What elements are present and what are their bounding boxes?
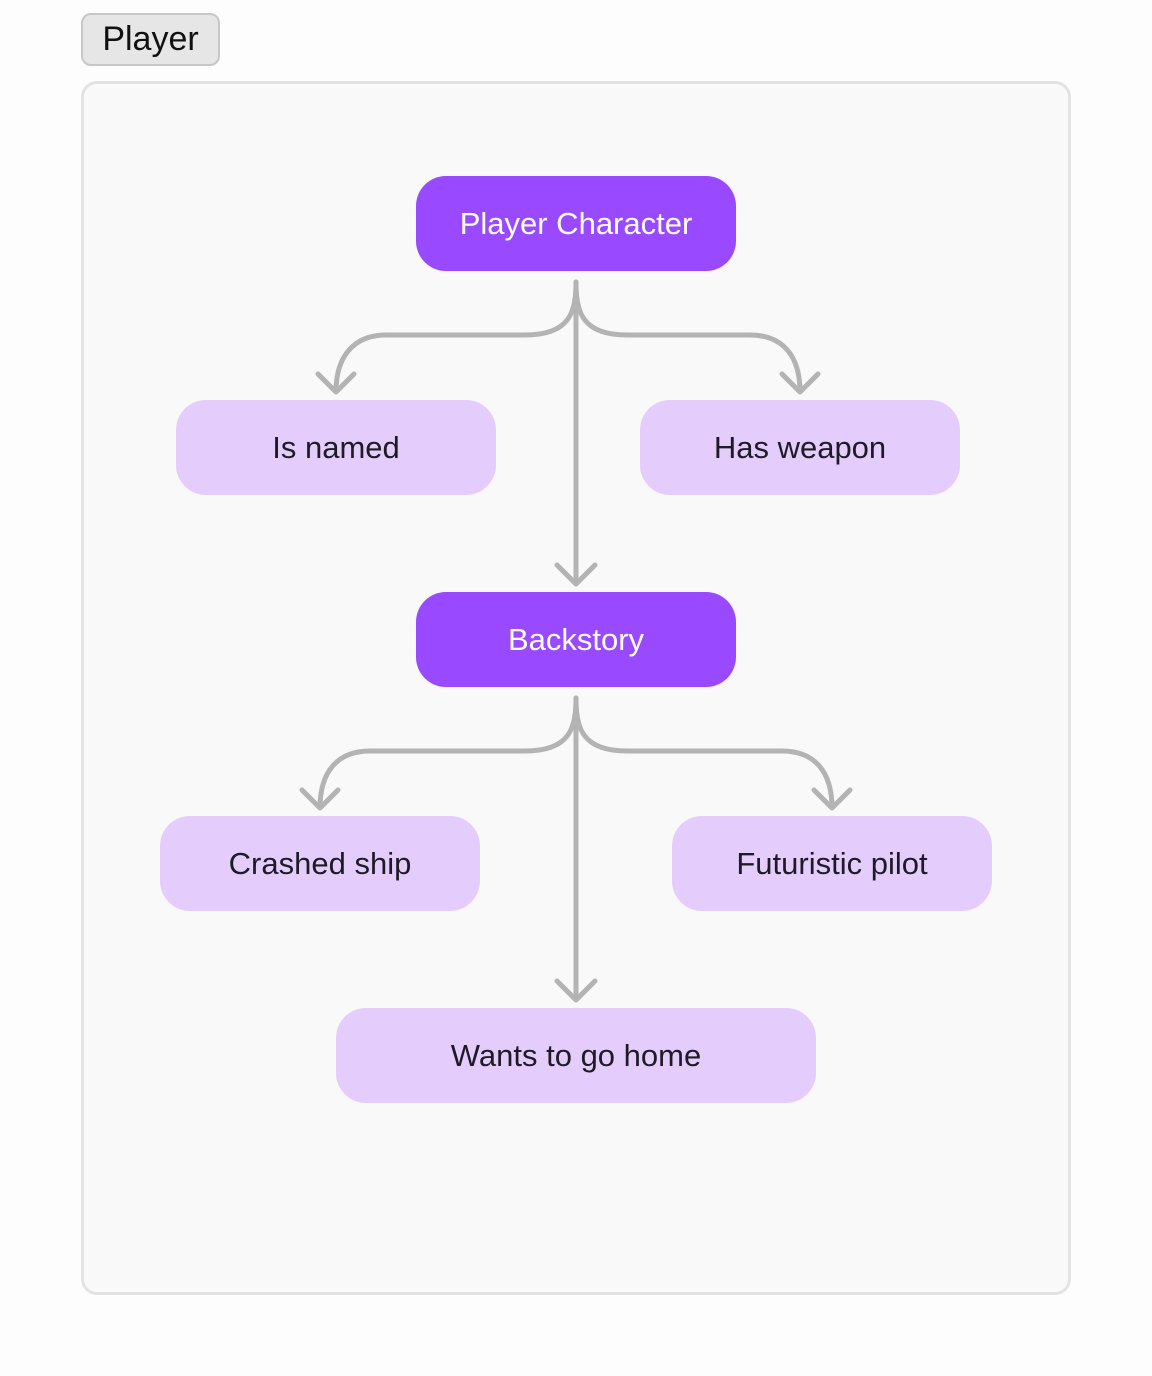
node-player-character[interactable]: Player Character (416, 176, 736, 271)
node-label: Wants to go home (450, 1037, 702, 1073)
node-wants-to-go-home[interactable]: Wants to go home (336, 1008, 816, 1103)
node-label: Crashed ship (228, 845, 412, 881)
node-label: Has weapon (713, 429, 887, 465)
node-label: Player Character (459, 205, 693, 241)
node-futuristic-pilot[interactable]: Futuristic pilot (672, 816, 992, 911)
node-label: Backstory (507, 621, 645, 657)
player-tab-button[interactable]: Player (81, 13, 220, 66)
node-crashed-ship[interactable]: Crashed ship (160, 816, 480, 911)
node-backstory[interactable]: Backstory (416, 592, 736, 687)
node-has-weapon[interactable]: Has weapon (640, 400, 960, 495)
node-is-named[interactable]: Is named (176, 400, 496, 495)
node-label: Futuristic pilot (736, 845, 928, 881)
node-label: Is named (272, 429, 400, 465)
